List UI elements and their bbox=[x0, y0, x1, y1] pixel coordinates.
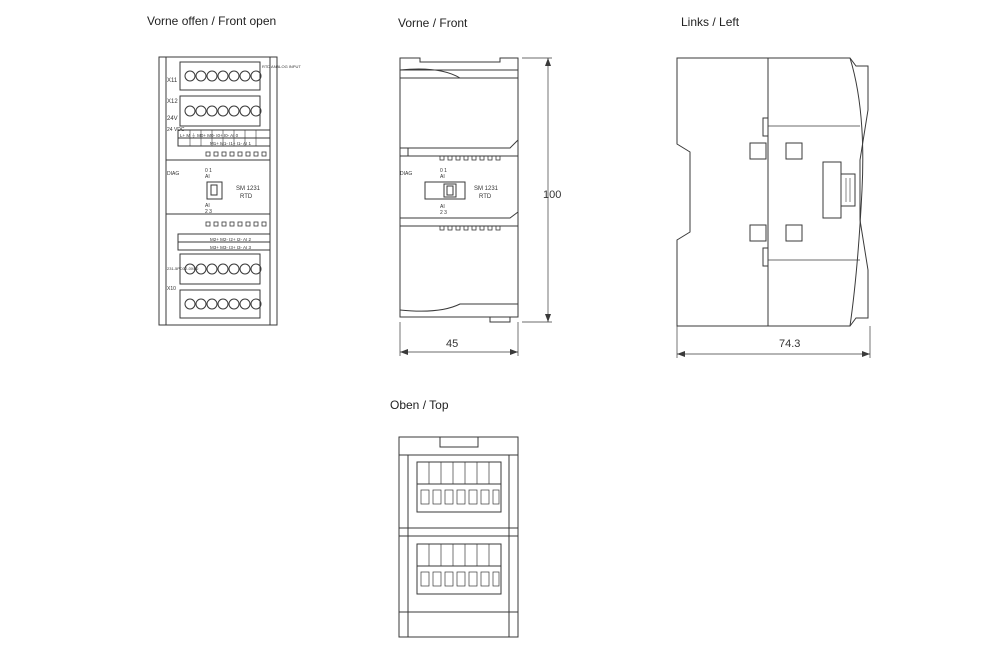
fo-ch23-label: 2 3 bbox=[205, 209, 212, 215]
fo-bot-terms: M2+ M2- I2+ I2- AI 2 bbox=[210, 237, 252, 242]
f-ai-label: AI bbox=[440, 174, 445, 180]
fo-bot-terms2: M3+ M3- I3+ I3- AI 3 bbox=[210, 245, 252, 250]
front-open-view bbox=[158, 56, 278, 326]
fo-top-terms2: M1+ M1- I1+ I1- AI 1 bbox=[210, 141, 252, 146]
front-view bbox=[399, 57, 552, 356]
front-led-row-top bbox=[439, 155, 501, 161]
fo-x12-label: X12 bbox=[167, 99, 178, 105]
top-view bbox=[398, 436, 519, 638]
front-title: Vorne / Front bbox=[398, 16, 468, 30]
led-row-top bbox=[205, 151, 267, 157]
front-open-slot bbox=[206, 181, 223, 200]
dim-front-height: 100 bbox=[543, 189, 562, 201]
front-open-outline bbox=[158, 56, 278, 326]
left-view bbox=[676, 57, 871, 358]
fo-24v-label: 24V bbox=[167, 116, 178, 122]
fo-top-terms: L+ M ⏚ M0+ M0- I0+ I0- AI 0 bbox=[180, 132, 239, 138]
fo-module-name: SM 1231 bbox=[236, 186, 261, 192]
f-ch01-label: 0 1 bbox=[440, 168, 447, 174]
x12-connector bbox=[179, 95, 261, 127]
x11-connector bbox=[179, 61, 261, 91]
fo-module-type: RTD bbox=[240, 194, 253, 200]
fo-ai-label-2: AI bbox=[205, 203, 210, 209]
fo-order-no: 231-5PD32-0XB0 bbox=[167, 266, 199, 271]
dim-left-depth: 74.3 bbox=[779, 338, 801, 350]
fo-x10-label: X10 bbox=[167, 286, 176, 292]
f-module-type: RTD bbox=[479, 194, 492, 200]
fo-rtd-text: RTD ANALOG INPUT bbox=[262, 64, 301, 69]
fo-diag-label: DIAG bbox=[167, 171, 179, 177]
fo-vdc-label: 24 VDC bbox=[167, 127, 185, 133]
x11-screws bbox=[184, 70, 262, 82]
top-title: Oben / Top bbox=[390, 398, 449, 412]
fo-x11-label: X11 bbox=[167, 78, 178, 84]
fo-ai-label: AI bbox=[205, 174, 210, 180]
f-diag-label: DIAG bbox=[400, 171, 412, 177]
dim-front-width: 45 bbox=[446, 338, 459, 350]
front-open-title: Vorne offen / Front open bbox=[147, 14, 277, 28]
fo-ch01-label: 0 1 bbox=[205, 168, 212, 174]
f-ch23-label: 2 3 bbox=[440, 210, 447, 216]
f-module-name: SM 1231 bbox=[474, 186, 499, 192]
f-ai-label-2: AI bbox=[440, 204, 445, 210]
left-title: Links / Left bbox=[681, 15, 740, 29]
